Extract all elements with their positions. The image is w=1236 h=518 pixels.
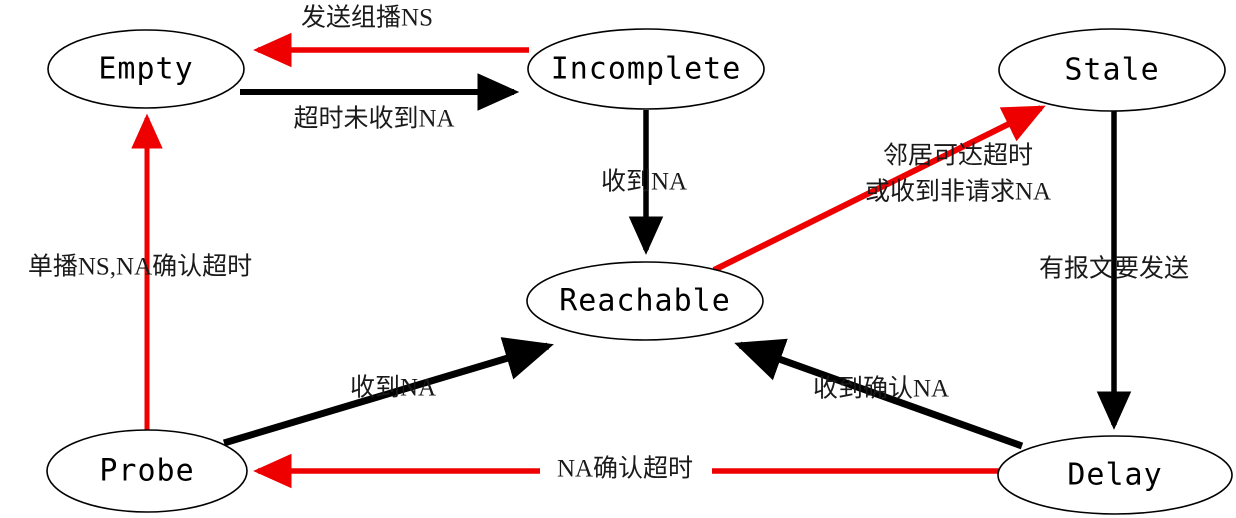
state-label-incomplete: Incomplete xyxy=(551,52,742,87)
edge-delay-to-probe: NA确认超时 xyxy=(253,453,999,489)
edge-delay-to-reachable: 收到确认NA xyxy=(734,338,1024,450)
edge-stale-to-delay: 有报文要发送 xyxy=(1039,111,1189,430)
state-node-probe[interactable]: Probe xyxy=(46,429,248,513)
edge-label-stale-to-delay: 有报文要发送 xyxy=(1039,255,1189,283)
edge-label-reachable-to-stale-line2: 或收到非请求NA xyxy=(865,178,1051,206)
edge-label-incomplete-to-empty: 发送组播NS xyxy=(301,4,433,32)
edge-line-delay-to-reachable xyxy=(734,338,1024,450)
edge-empty-to-incomplete: 超时未收到NA xyxy=(240,73,520,133)
edge-label-backdrop-delay-to-probe xyxy=(540,455,712,487)
edge-label-probe-to-reachable: 收到NA xyxy=(350,374,436,402)
state-label-empty: Empty xyxy=(98,52,193,87)
state-ellipse-probe[interactable] xyxy=(46,429,248,513)
edge-line-probe-to-reachable xyxy=(222,337,554,447)
edge-label-empty-to-incomplete: 超时未收到NA xyxy=(293,105,454,133)
edge-label-incomplete-to-reachable: 收到NA xyxy=(601,168,687,196)
edge-probe-to-empty: 单播NS,NA确认超时 xyxy=(28,113,252,432)
state-label-stale: Stale xyxy=(1064,53,1159,88)
state-node-empty[interactable]: Empty xyxy=(47,29,245,109)
state-ellipse-reachable[interactable] xyxy=(526,261,764,341)
edge-label-delay-to-probe: NA确认超时 xyxy=(557,455,693,483)
edge-label-probe-to-empty: 单播NS,NA确认超时 xyxy=(28,253,252,281)
state-ellipse-empty[interactable] xyxy=(47,29,245,109)
state-label-probe: Probe xyxy=(99,454,194,489)
state-ellipse-incomplete[interactable] xyxy=(527,28,765,110)
state-node-delay[interactable]: Delay xyxy=(997,435,1233,515)
edge-reachable-to-stale: 邻居可达超时 或收到非请求NA xyxy=(712,105,1051,273)
state-node-reachable[interactable]: Reachable xyxy=(526,261,764,341)
state-node-stale[interactable]: Stale xyxy=(998,28,1226,112)
edge-probe-to-reachable: 收到NA xyxy=(222,337,554,447)
state-ellipse-delay[interactable] xyxy=(997,435,1233,515)
state-node-incomplete[interactable]: Incomplete xyxy=(527,28,765,110)
state-label-reachable: Reachable xyxy=(559,284,731,319)
state-ellipse-stale[interactable] xyxy=(998,28,1226,112)
edge-line-reachable-to-stale xyxy=(712,105,1046,273)
edge-incomplete-to-empty: 发送组播NS xyxy=(253,4,529,68)
edge-incomplete-to-reachable: 收到NA xyxy=(601,110,687,255)
state-label-delay: Delay xyxy=(1067,458,1162,493)
edge-label-reachable-to-stale-line1: 邻居可达超时 xyxy=(883,142,1033,170)
edge-label-delay-to-reachable: 收到确认NA xyxy=(813,375,949,403)
